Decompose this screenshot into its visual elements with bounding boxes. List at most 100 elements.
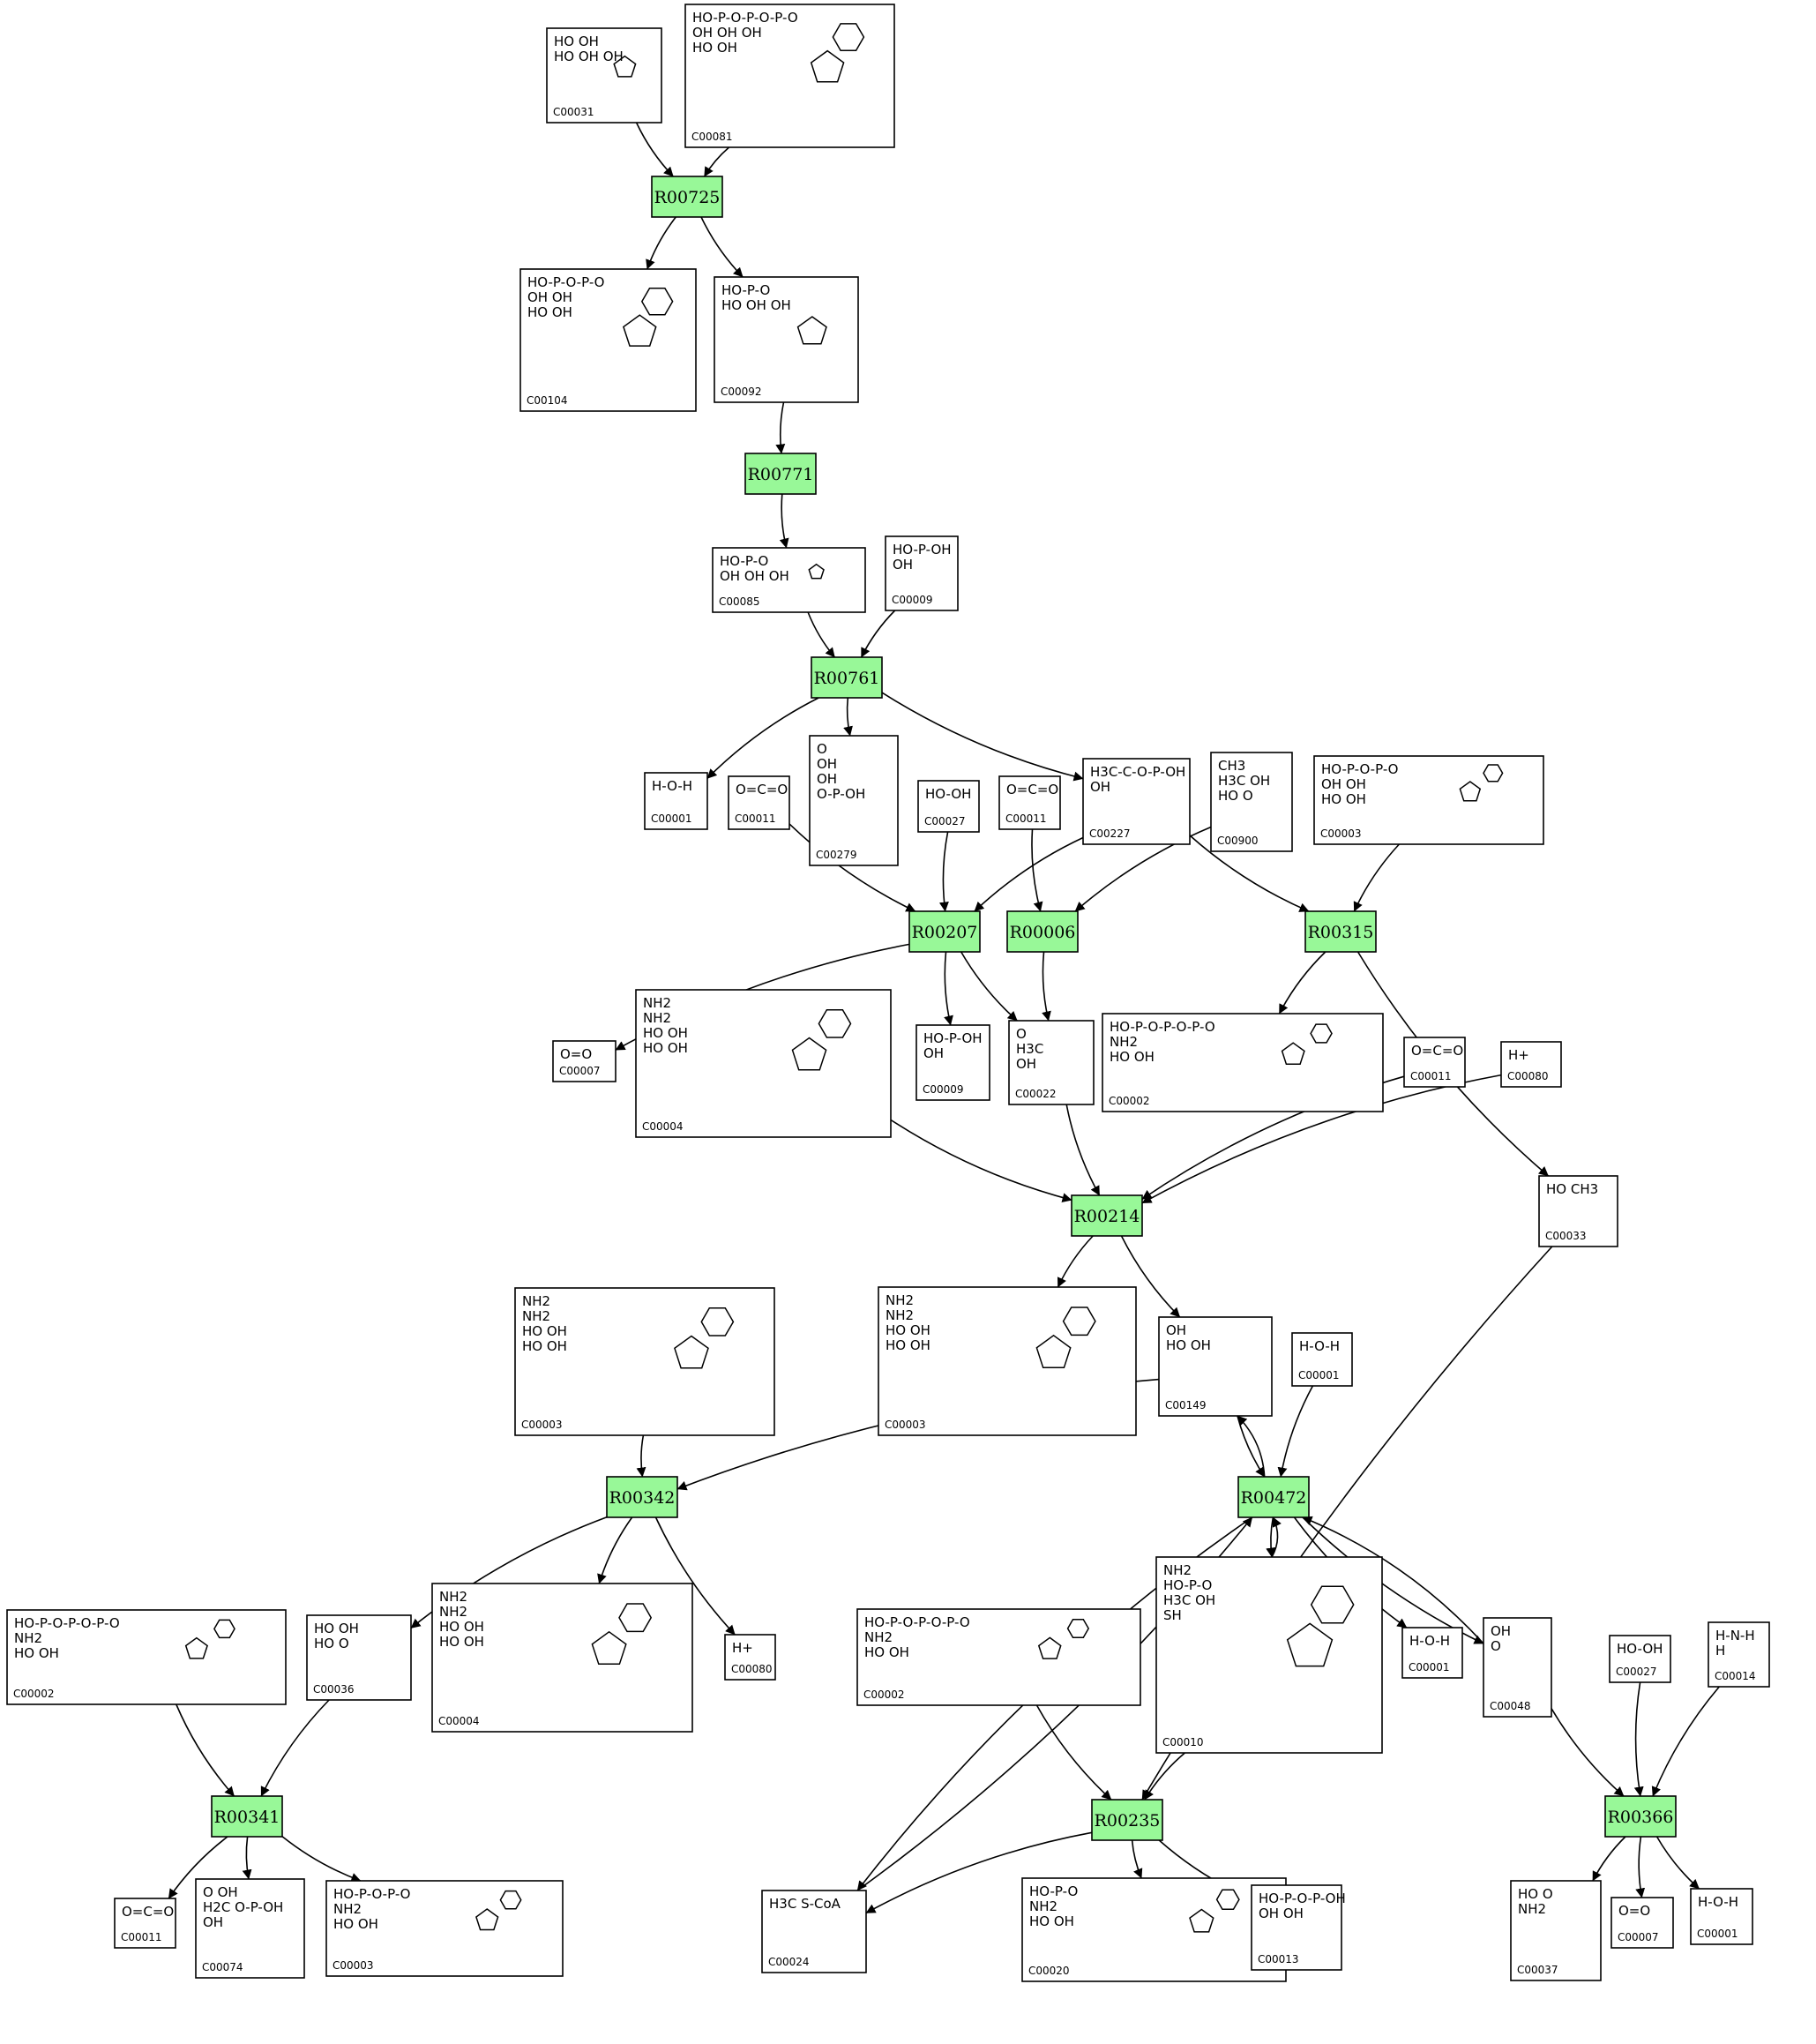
compound-c00080[interactable]: H+C00080 [1500, 1041, 1562, 1088]
compound-c00024[interactable]: H3C S-CoA C00024 [761, 1890, 867, 1973]
compound-c00011[interactable]: O=C=O C00011 [114, 1898, 176, 1949]
compound-id: C00024 [768, 1956, 810, 1968]
reaction-r00235[interactable]: R00235 [1091, 1799, 1163, 1841]
compound-structure-label: OH [817, 771, 837, 787]
base-ring-shape [640, 287, 674, 316]
compound-box [1158, 1316, 1273, 1417]
compound-structure-label: O=C=O [1006, 782, 1058, 797]
edge-c900-to-R00006 [1074, 826, 1212, 912]
edges-layer [168, 122, 1720, 1914]
compound-id: C00011 [121, 1931, 162, 1943]
ring-shape [1189, 1908, 1214, 1933]
reaction-r00207[interactable]: R00207 [908, 910, 981, 953]
reaction-r00366[interactable]: R00366 [1604, 1795, 1677, 1838]
compound-id: C00081 [691, 131, 733, 143]
reaction-r00342[interactable]: R00342 [606, 1476, 678, 1518]
compound-structure-label: HO-P-O-P-O-P-O [1110, 1019, 1215, 1035]
compound-structure-label: H3C OH [1218, 773, 1270, 789]
compound-structure-label: O=O [1618, 1903, 1650, 1919]
reaction-r00341[interactable]: R00341 [211, 1795, 283, 1838]
compound-structure-label: HO OH [643, 1040, 688, 1056]
reaction-r00472[interactable]: R00472 [1237, 1476, 1310, 1518]
ring-shape [623, 314, 657, 347]
compound-id: C00002 [13, 1688, 55, 1700]
reaction-r00315[interactable]: R00315 [1304, 910, 1377, 953]
compound-structure-label: H3C S-CoA [769, 1896, 841, 1912]
compound-id: C00003 [1320, 827, 1362, 840]
reaction-r00214[interactable]: R00214 [1071, 1194, 1143, 1237]
compound-structure-label: HO OH [643, 1025, 688, 1041]
compound-box [856, 1608, 1141, 1706]
compound-c00080[interactable]: H+C00080 [724, 1634, 776, 1681]
base-ring-shape [818, 1009, 852, 1038]
compound-structure-label: H+ [1508, 1047, 1529, 1063]
compound-id: C00001 [1409, 1661, 1450, 1673]
reaction-label: R00006 [1010, 923, 1076, 942]
edge-c1b-to-R00472 [1277, 1385, 1314, 1478]
reaction-r00771[interactable]: R00771 [744, 453, 817, 495]
compound-structure-label: HO-P-O-P-O-P-O [14, 1615, 120, 1631]
reaction-label: R00315 [1308, 923, 1374, 942]
reaction-r00761[interactable]: R00761 [811, 656, 883, 699]
compound-structure-label: SH [1163, 1607, 1182, 1623]
compound-structure-label: OH [817, 756, 837, 772]
compound-structure-label: HO OH [314, 1621, 359, 1636]
reaction-r00725[interactable]: R00725 [651, 176, 723, 218]
edge-R00341-to-c11d [168, 1836, 228, 1899]
compound-box [195, 1878, 305, 1979]
compound-structure-label: O=C=O [122, 1904, 174, 1920]
reaction-r00006[interactable]: R00006 [1006, 910, 1079, 953]
compound-structure-label: HO-P-O-P-OH [1259, 1891, 1346, 1906]
edge-R00761-to-c227 [881, 692, 1084, 782]
reaction-label: R00341 [214, 1808, 280, 1827]
edge-R00315-to-c2a [1278, 951, 1327, 1015]
ring-shape [1286, 1622, 1334, 1667]
base-ring-shape [700, 1307, 735, 1336]
compound-box [1609, 1635, 1671, 1683]
compound-structure-label: HO-P-OH [893, 542, 952, 558]
